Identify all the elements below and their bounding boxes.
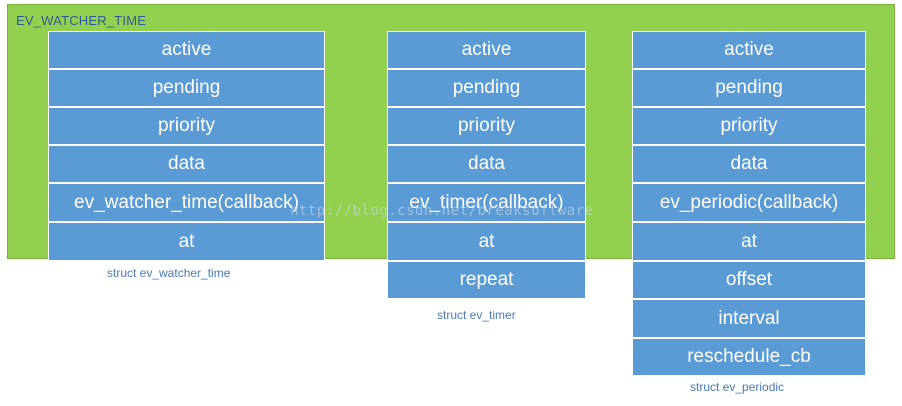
struct-ev-watcher-time: active pending priority data ev_watcher_… [48,31,325,261]
field-data: data [48,145,325,183]
struct-caption: struct ev_watcher_time [107,266,231,280]
field-pending: pending [387,69,586,107]
field-callback: ev_periodic(callback) [632,183,866,222]
field-active: active [632,31,866,69]
field-priority: priority [48,107,325,145]
struct-caption: struct ev_periodic [690,380,785,394]
field-pending: pending [632,69,866,107]
field-at: at [48,222,325,261]
field-data: data [632,145,866,183]
field-at: at [387,222,586,261]
struct-ev-timer: active pending priority data ev_timer(ca… [387,31,586,299]
field-reschedule-cb: reschedule_cb [632,338,866,376]
field-data: data [387,145,586,183]
field-active: active [387,31,586,69]
field-interval: interval [632,299,866,338]
field-priority: priority [387,107,586,145]
field-pending: pending [48,69,325,107]
container-label: EV_WATCHER_TIME [16,13,147,28]
struct-ev-periodic: active pending priority data ev_periodic… [632,31,866,376]
field-active: active [48,31,325,69]
field-repeat: repeat [387,261,586,299]
field-offset: offset [632,261,866,299]
field-callback: ev_timer(callback) [387,183,586,222]
field-callback: ev_watcher_time(callback) [48,183,325,222]
field-at: at [632,222,866,261]
struct-caption: struct ev_timer [437,308,516,322]
field-priority: priority [632,107,866,145]
